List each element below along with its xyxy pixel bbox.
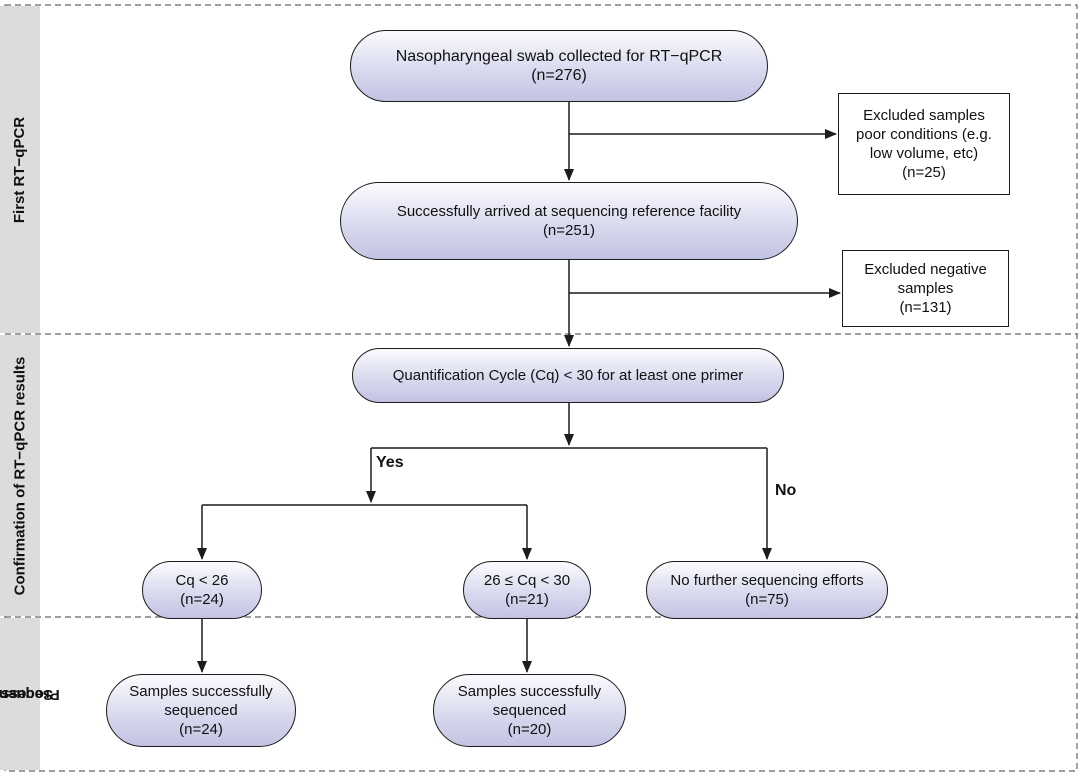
- branch-label-no: No: [775, 482, 797, 499]
- node-cq-26-to-30: 26 ≤ Cq < 30 (n=21): [463, 561, 591, 619]
- node-swab-collected: Nasopharyngeal swab collected for RT−qPC…: [350, 30, 768, 102]
- node-arrived-at-facility: Successfully arrived at sequencing refer…: [340, 182, 798, 260]
- node-excluded-poor-conditions: Excluded samples poor conditions (e.g. l…: [838, 93, 1010, 195]
- node-samples-sequenced-a: Samples successfully sequenced (n=24): [106, 674, 296, 747]
- node-cq-lt-26: Cq < 26 (n=24): [142, 561, 262, 619]
- node-no-further-sequencing: No further sequencing efforts (n=75): [646, 561, 888, 619]
- branch-label-yes: Yes: [376, 454, 404, 471]
- lane-label-sequencing-process: SequencingProcess: [0, 618, 59, 770]
- lane-label-first-rt-qpcr: First RT−qPCR: [0, 6, 40, 333]
- node-samples-sequenced-b: Samples successfully sequenced (n=20): [433, 674, 626, 747]
- node-cq-check: Quantification Cycle (Cq) < 30 for at le…: [352, 348, 784, 403]
- node-excluded-negative: Excluded negative samples (n=131): [842, 250, 1009, 327]
- lane-label-confirmation: Confirmation of RT−qPCR results: [0, 335, 40, 616]
